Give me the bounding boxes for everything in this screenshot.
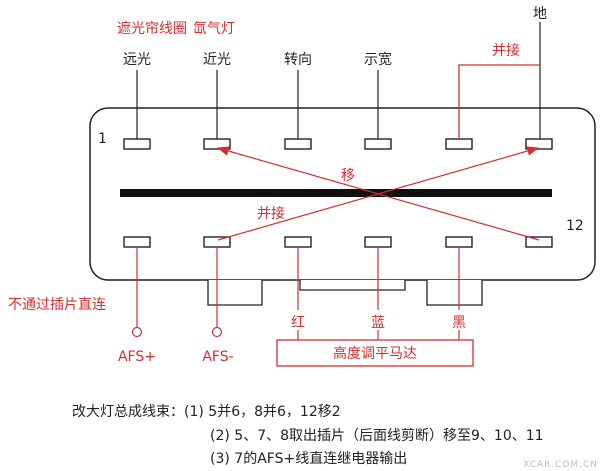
pin-top-3 <box>284 138 312 150</box>
annotation-shade-coil: 遮光帘线圈 <box>117 21 187 37</box>
pin-top-2 <box>203 138 231 150</box>
parallel-wire-top <box>458 64 540 139</box>
label-parallel-mid: 并接 <box>257 205 285 222</box>
pin-bottom-8 <box>203 236 231 248</box>
motor-box <box>276 339 474 367</box>
note-line-3: (3) 7的AFS+线直连继电器输出 <box>210 450 407 467</box>
label-move: 移 <box>341 168 355 184</box>
motor-wires <box>297 247 460 340</box>
pin-top-6 <box>525 138 553 150</box>
afs-minus-terminal <box>211 326 223 338</box>
top-pin-row <box>123 138 553 150</box>
pin-top-5 <box>445 138 473 150</box>
afs-leads <box>131 247 223 338</box>
parallel-arrow-8-to-6 <box>217 146 540 241</box>
connector-tab-left <box>207 280 263 306</box>
label-wire-blue: 蓝 <box>371 315 385 331</box>
pin-bottom-9 <box>284 236 312 248</box>
label-high-beam: 远光 <box>123 52 151 68</box>
note-line-2: (2) 5、7、8取出插片（后面线剪断）移至9、10、11 <box>210 428 544 444</box>
note-line-1: 改大灯总成线束：(1) 5并6，8并6，12移2 <box>72 404 341 420</box>
bottom-pin-row <box>123 236 553 248</box>
pin-bottom-11 <box>445 236 473 248</box>
label-ground: 地 <box>533 6 547 22</box>
pin-top-1 <box>123 138 151 150</box>
label-wire-red: 红 <box>291 315 305 331</box>
connector-tab-middle <box>299 280 406 291</box>
afs-plus-terminal <box>131 326 143 338</box>
connector-center-bar <box>120 189 552 197</box>
top-leader-lines <box>136 22 541 139</box>
label-direct-connect: 不通过插片直连 <box>8 296 106 313</box>
label-width-lamp: 示宽 <box>364 51 392 68</box>
pin-number-12: 12 <box>566 218 584 234</box>
connector-tabs <box>207 280 483 306</box>
pin-top-4 <box>364 138 392 150</box>
label-low-beam: 近光 <box>203 52 231 68</box>
label-turn: 转向 <box>284 52 312 68</box>
connector-tab-right <box>426 280 483 306</box>
pin-bottom-10 <box>364 236 392 248</box>
label-motor: 高度调平马达 <box>333 345 417 362</box>
label-wire-black: 黑 <box>452 315 466 331</box>
annotation-xenon: 氙气灯 <box>193 21 235 37</box>
pin-number-1: 1 <box>98 131 107 147</box>
label-parallel-top: 并接 <box>492 42 520 59</box>
pin-bottom-12 <box>525 236 553 248</box>
label-afs-minus: AFS- <box>202 349 233 365</box>
pin-bottom-7 <box>123 236 151 248</box>
label-afs-plus: AFS+ <box>118 349 156 365</box>
watermark: XCAR.COM.CN <box>523 460 598 470</box>
